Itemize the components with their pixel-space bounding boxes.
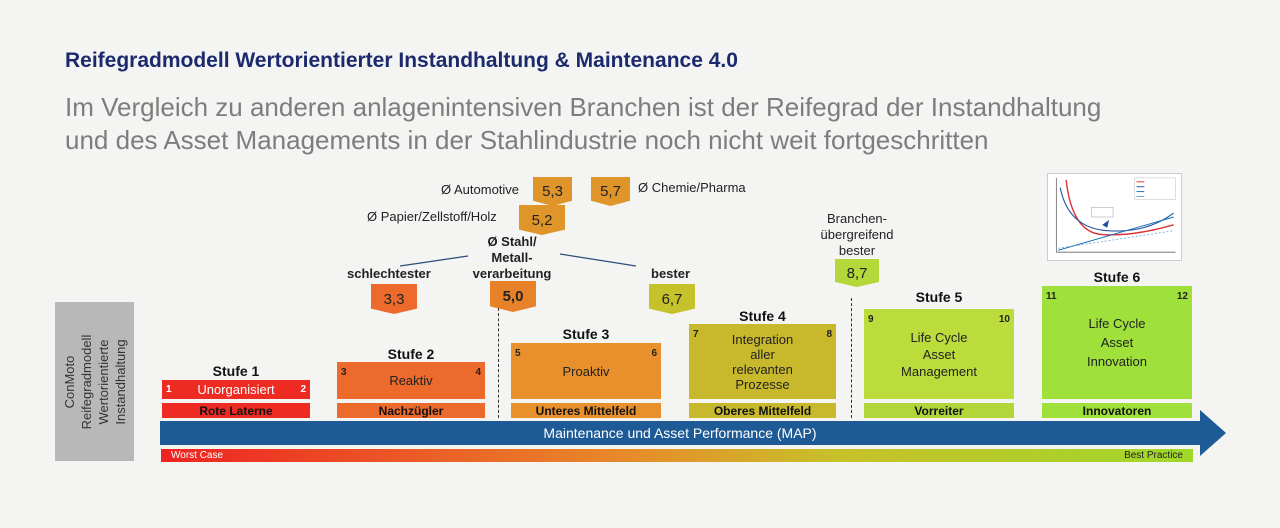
stage-2-box-label: Reaktiv xyxy=(389,373,433,388)
automotive-score-tag: 5,3 xyxy=(533,177,572,206)
stahl-label-line: Metall- xyxy=(491,250,533,265)
stage-3-title: Stufe 3 xyxy=(562,326,610,342)
stage-1-right-number: 2 xyxy=(300,384,306,395)
subtitle-line-2: und des Asset Managements in der Stahlin… xyxy=(65,125,989,155)
best-practice-label: Best Practice xyxy=(1124,450,1183,461)
side-label-line: ConMoto xyxy=(61,355,77,408)
stage-5-box-line: Management xyxy=(901,363,977,379)
stahl-label-line: verarbeitung xyxy=(472,266,552,281)
best-label: bester xyxy=(651,266,691,281)
stage-5-category: Vorreiter xyxy=(864,403,1014,418)
lifecycle-cost-chart-thumbnail xyxy=(1047,173,1182,261)
stage-5-box-label: Life Cycle Asset Management xyxy=(901,329,977,380)
stage-2-title: Stufe 2 xyxy=(387,346,435,362)
stage-3-left-number: 5 xyxy=(515,348,521,359)
branchen-dashed-line xyxy=(851,298,852,418)
branchen-label-line: Branchen- xyxy=(827,211,887,226)
page-title: Reifegradmodell Wertorientierter Instand… xyxy=(65,49,738,72)
side-label-box xyxy=(55,302,134,461)
stage-6-box-line: Innovation xyxy=(1087,354,1147,369)
side-label-line: Instandhaltung xyxy=(112,338,128,425)
papier-label: Ø Papier/Zellstoff/Holz xyxy=(367,209,497,224)
stahl-dashed-line xyxy=(498,308,499,418)
branchen-label-line: übergreifend xyxy=(820,227,894,242)
stage-1-title: Stufe 1 xyxy=(212,363,260,379)
stage-5-right-number: 10 xyxy=(998,314,1010,325)
stage-6-right-number: 12 xyxy=(1176,291,1188,302)
stage-6-left-number: 11 xyxy=(1046,291,1057,302)
stage-3-box-label: Proaktiv xyxy=(562,363,610,379)
worst-case-label: Worst Case xyxy=(171,450,224,461)
stage-5-box-line: Life Cycle xyxy=(910,329,968,345)
stage-6-title: Stufe 6 xyxy=(1093,269,1141,285)
stage-2-right-number: 4 xyxy=(475,367,481,378)
stahl-score-tag: 5,0 xyxy=(490,281,536,312)
stage-5-left-number: 9 xyxy=(868,314,874,325)
stage-1-box-label: Unorganisiert xyxy=(197,382,275,397)
stage-3-category: Unteres Mittelfeld xyxy=(511,403,661,418)
arrow-head-icon xyxy=(1200,410,1226,456)
stage-1-box: 1 Unorganisiert 2 xyxy=(162,380,310,399)
stage-4-box-line: aller xyxy=(750,346,775,362)
stage-4-box: 7 Integration aller relevanten Prozesse … xyxy=(689,324,836,399)
stage-2-left-number: 3 xyxy=(341,367,347,378)
side-label: ConMoto Reifegradmodell Wertorientierte … xyxy=(55,302,134,461)
stage-4-right-number: 8 xyxy=(826,329,832,340)
side-label-line: Wertorientierte xyxy=(95,338,111,425)
stage-5-box-line: Asset xyxy=(922,346,956,362)
worst-label: schlechtester xyxy=(347,266,431,281)
stage-4-left-number: 7 xyxy=(693,329,699,340)
stage-3-right-number: 6 xyxy=(651,348,657,359)
stage-1-category: Rote Laterne xyxy=(162,403,310,418)
map-arrow: Maintenance und Asset Performance (MAP) xyxy=(160,421,1200,445)
stage-6-box-line: Life Cycle xyxy=(1088,316,1146,331)
branchen-score-tag: 8,7 xyxy=(835,259,879,287)
worst-score-tag: 3,3 xyxy=(371,284,417,314)
map-arrow-label: Maintenance und Asset Performance (MAP) xyxy=(543,425,817,441)
stage-6-category: Innovatoren xyxy=(1042,403,1192,418)
branchen-label: Branchen- übergreifend bester xyxy=(812,211,902,259)
stahl-connector-lines xyxy=(400,253,637,267)
stage-4-title: Stufe 4 xyxy=(739,308,786,324)
stage-4-box-line: Integration xyxy=(731,331,794,347)
stage-2-box: 3 Reaktiv 4 xyxy=(337,362,485,399)
stage-3-box: 5 Proaktiv 6 xyxy=(511,343,661,399)
worst-best-gradient-bar: Worst Case Best Practice xyxy=(161,449,1193,462)
side-label-line: Reifegradmodell xyxy=(78,334,94,429)
stage-6-box-label: Life Cycle Asset Innovation xyxy=(1087,314,1147,371)
subtitle-line-1: Im Vergleich zu anderen anlagenintensive… xyxy=(65,92,1102,122)
stahl-label: Ø Stahl/ Metall- verarbeitung xyxy=(468,234,556,282)
stahl-label-line: Ø Stahl/ xyxy=(487,234,537,249)
chemie-score-tag: 5,7 xyxy=(591,177,630,206)
chemie-label: Ø Chemie/Pharma xyxy=(638,180,746,195)
stage-6-box-line: Asset xyxy=(1100,335,1134,350)
stage-5-box: 9 Life Cycle Asset Management 10 xyxy=(864,309,1014,399)
stage-6-box: 11 Life Cycle Asset Innovation 12 xyxy=(1042,286,1192,399)
branchen-label-line: bester xyxy=(838,243,876,258)
stage-4-box-label: Integration aller relevanten Prozesse xyxy=(732,332,793,392)
stage-4-category: Oberes Mittelfeld xyxy=(689,403,836,418)
automotive-label: Ø Automotive xyxy=(441,182,520,197)
stage-4-box-line: relevanten xyxy=(732,361,793,377)
stage-4-box-line: Prozesse xyxy=(735,376,790,392)
best-score-tag: 6,7 xyxy=(649,284,695,314)
stage-1-left-number: 1 xyxy=(166,384,172,395)
stage-2-category: Nachzügler xyxy=(337,403,485,418)
papier-score-tag: 5,2 xyxy=(519,205,565,235)
stage-5-title: Stufe 5 xyxy=(915,289,963,305)
